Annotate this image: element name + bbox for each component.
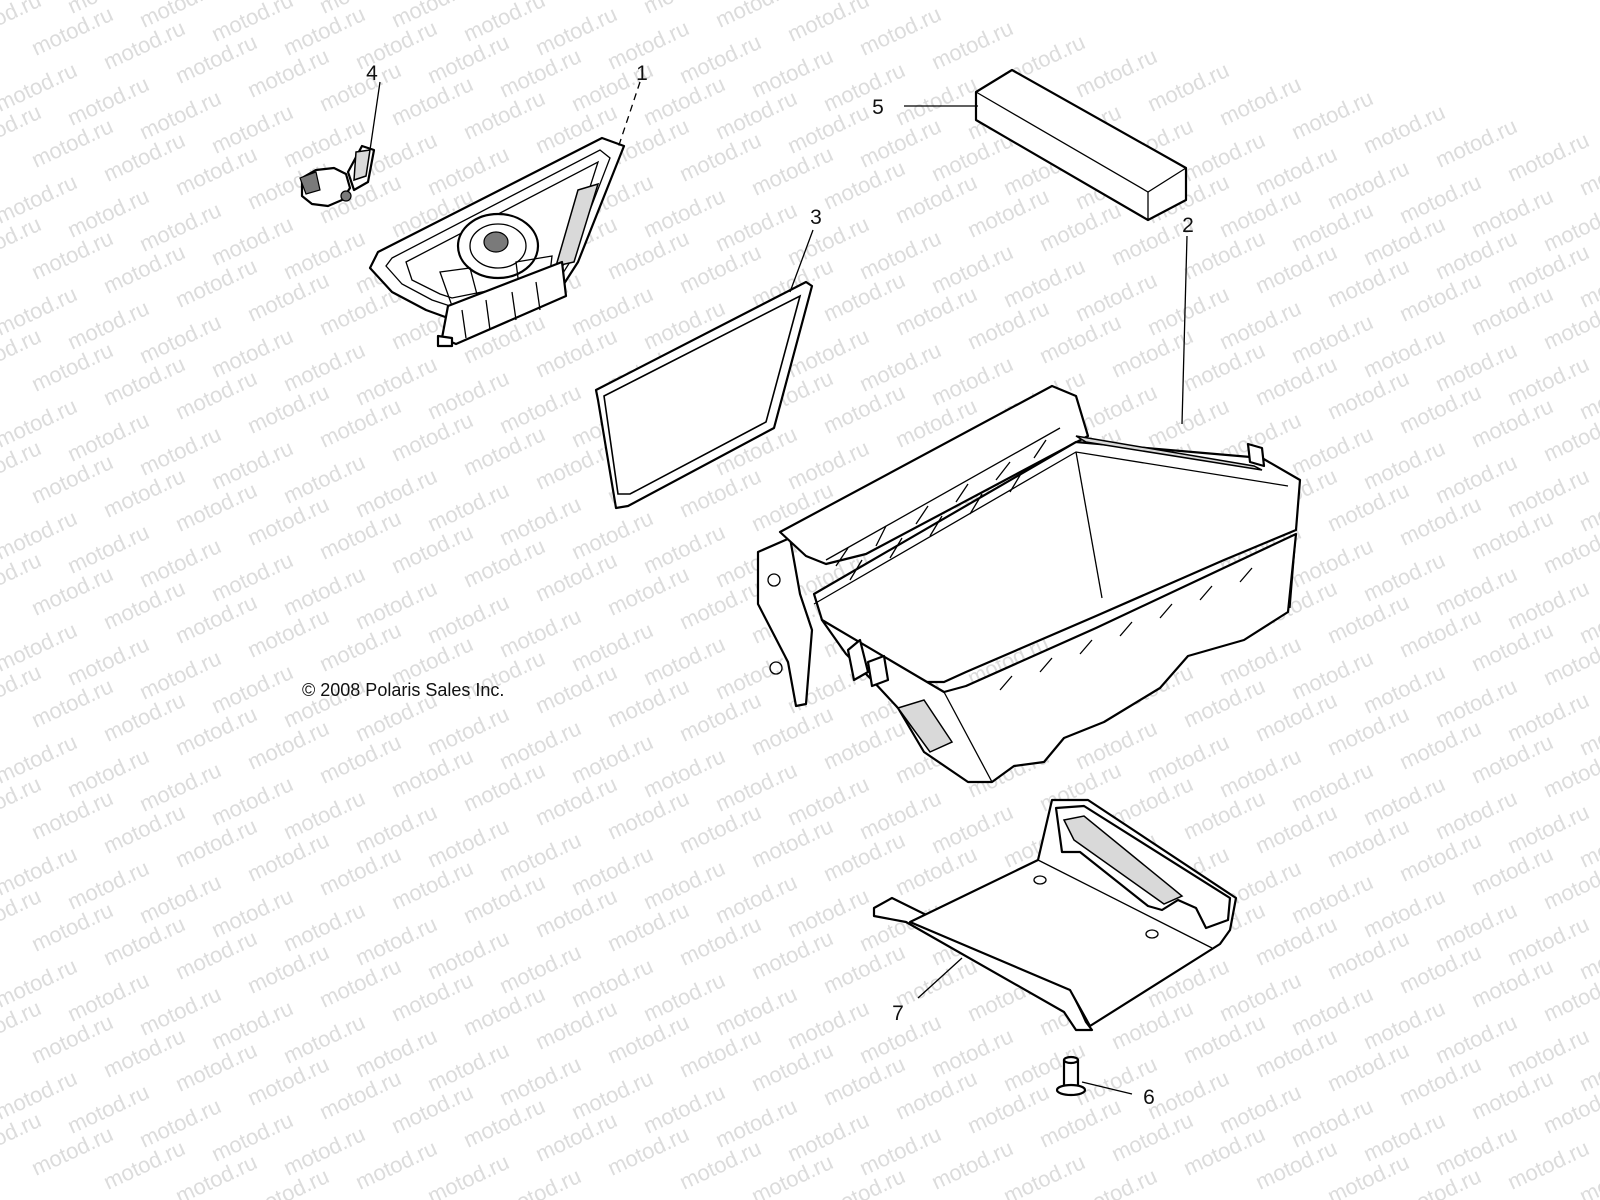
callout-6: 6	[1143, 1086, 1155, 1109]
callout-1: 1	[636, 62, 648, 85]
callout-5: 5	[872, 96, 884, 119]
part-2-airbox-housing	[756, 384, 1302, 784]
callout-4: 4	[366, 62, 378, 85]
part-1-airbox-cover	[368, 136, 626, 348]
copyright-notice: © 2008 Polaris Sales Inc.	[302, 680, 504, 700]
part-6-pin	[1055, 1055, 1087, 1097]
callout-2: 2	[1182, 214, 1194, 237]
leader-lines	[369, 81, 1188, 1095]
part-5-filter-block	[974, 68, 1188, 222]
part-3-gasket	[594, 280, 814, 510]
callout-7: 7	[892, 1002, 904, 1025]
part-7-tray	[872, 798, 1238, 1032]
part-4-clip	[299, 144, 376, 208]
callout-3: 3	[810, 206, 822, 229]
